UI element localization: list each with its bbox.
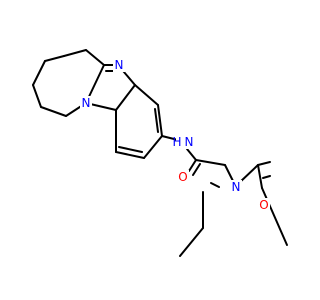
bond: [32, 84, 42, 108]
bond: [115, 151, 145, 159]
bond: [44, 55, 65, 62]
amine-nitrogen-label: N: [185, 135, 194, 149]
bond: [257, 164, 263, 189]
amine-hydrogen-label: H: [172, 135, 181, 149]
bond: [154, 108, 159, 133]
bond: [192, 163, 201, 176]
bond: [188, 159, 197, 172]
bond: [40, 106, 67, 117]
bond: [115, 84, 136, 111]
bond: [210, 182, 220, 188]
ring-nitrogen-label: N: [82, 96, 91, 110]
bond: [224, 164, 234, 182]
bond: [63, 49, 87, 57]
bond: [257, 161, 271, 166]
molecule-canvas: N N H N O N O: [32, 49, 288, 257]
imine-nitrogen-label: N: [115, 58, 124, 72]
bond: [261, 187, 288, 246]
bond: [118, 146, 143, 153]
amide-oxygen-label: O: [178, 170, 187, 184]
structure-svg: N N H N O N O: [32, 49, 288, 257]
bond: [143, 135, 163, 159]
bond: [32, 60, 46, 86]
atom-label-layer: N N H N O N O: [80, 58, 270, 212]
bond: [157, 104, 163, 137]
acrylamide-oxygen-label: O: [259, 198, 268, 212]
bond: [262, 175, 271, 179]
bond: [238, 164, 259, 184]
amide-nitrogen-label: N: [232, 180, 241, 194]
bond-layer: [32, 49, 288, 257]
bond: [186, 148, 197, 161]
bond: [134, 84, 159, 106]
bond: [179, 227, 204, 257]
bond: [161, 135, 179, 141]
bond: [85, 49, 105, 66]
bond: [195, 159, 226, 166]
